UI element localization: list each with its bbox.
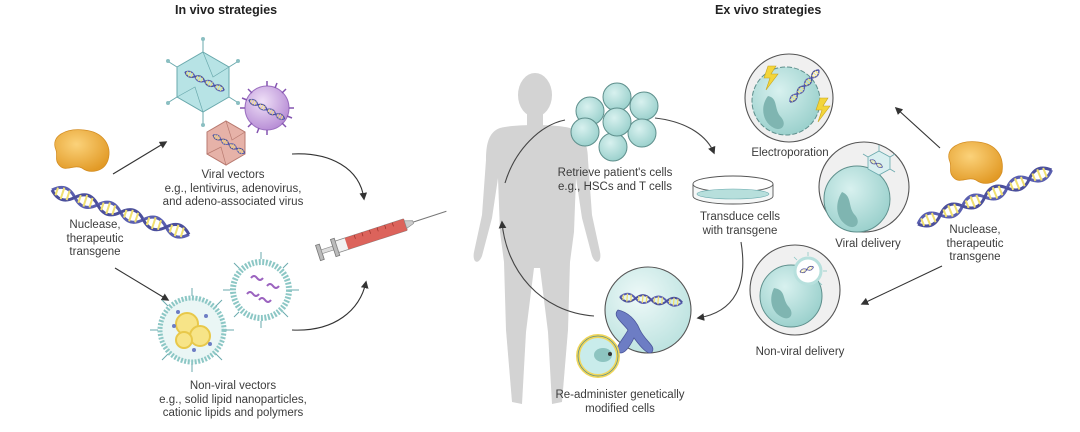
electroporation-label: Electroporation [751,147,829,159]
syringe-icon [315,210,447,262]
ex-vivo-source-label: Nuclease, therapeutic transgene [946,224,1004,263]
retrieve-cells-label: Retrieve patient's cells e.g., HSCs and … [557,167,673,193]
transduce-cells-label: Transduce cells with transgene [699,211,781,237]
arrow-to-non-viral-vectors [114,267,170,301]
non-viral-delivery-cell-icon [749,244,841,336]
arrow-to-electroporation [894,106,941,149]
arrow-viral-to-syringe [291,153,368,201]
arrow-non-viral-to-syringe [291,280,369,331]
in-vivo-source-label: Nuclease, therapeutic transgene [66,219,124,258]
readminister-cells-label: Re-administer genetically modified cells [555,389,685,415]
arrow-body-to-retrieve [504,119,566,184]
arrow-to-non-viral-delivery [860,265,943,305]
non-viral-delivery-label: Non-viral delivery [755,346,845,358]
human-body-silhouette [473,73,601,404]
petri-dish-icon [692,175,774,205]
patient-cells-cluster-icon [570,82,659,162]
electroporation-cell-icon [744,53,834,143]
nuclease-protein-icon-right [948,141,1003,184]
lightning-bolt-icon [815,97,831,123]
viral-delivery-cell-icon [818,141,910,233]
chromosome-icon [615,309,654,354]
viral-vectors-label: Viral vectors e.g., lentivirus, adenovir… [162,169,304,208]
in-vivo-title: In vivo strategies [175,3,278,17]
modified-cell-icon [576,266,692,378]
liposome-icon [223,252,299,328]
arrow-to-viral-vectors [112,141,168,175]
aav-icon [206,120,247,166]
ex-vivo-title: Ex vivo strategies [715,3,822,17]
arrow-retrieve-to-dish [654,117,716,155]
adenovirus-icon [166,37,240,127]
arrow-dish-to-modified-cell [696,241,744,321]
lipid-nanoparticle-icon [150,288,234,372]
arrow-modified-cell-to-body [498,220,595,317]
lightning-bolt-icon [763,65,779,91]
non-viral-vectors-label: Non-viral vectors e.g., solid lipid nano… [159,380,307,419]
viral-delivery-label: Viral delivery [835,238,901,250]
lentivirus-icon [240,81,294,135]
nuclease-protein-icon [54,129,110,172]
